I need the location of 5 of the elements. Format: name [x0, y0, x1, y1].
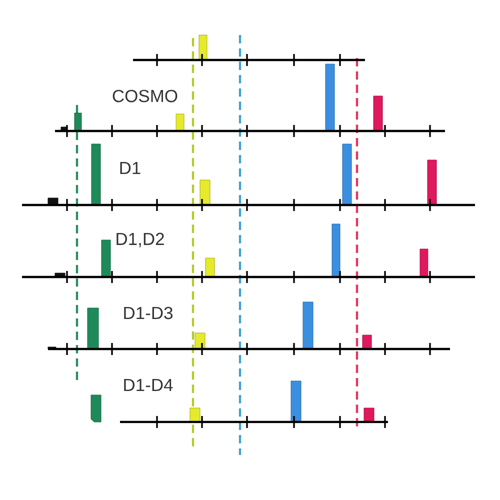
- row-label: D1: [120, 162, 140, 174]
- row-label: COSMO: [112, 90, 178, 102]
- row-label: D1,D2: [116, 232, 164, 248]
- row-label: D1-D3: [124, 306, 172, 320]
- row-label: D1-D4: [124, 379, 173, 392]
